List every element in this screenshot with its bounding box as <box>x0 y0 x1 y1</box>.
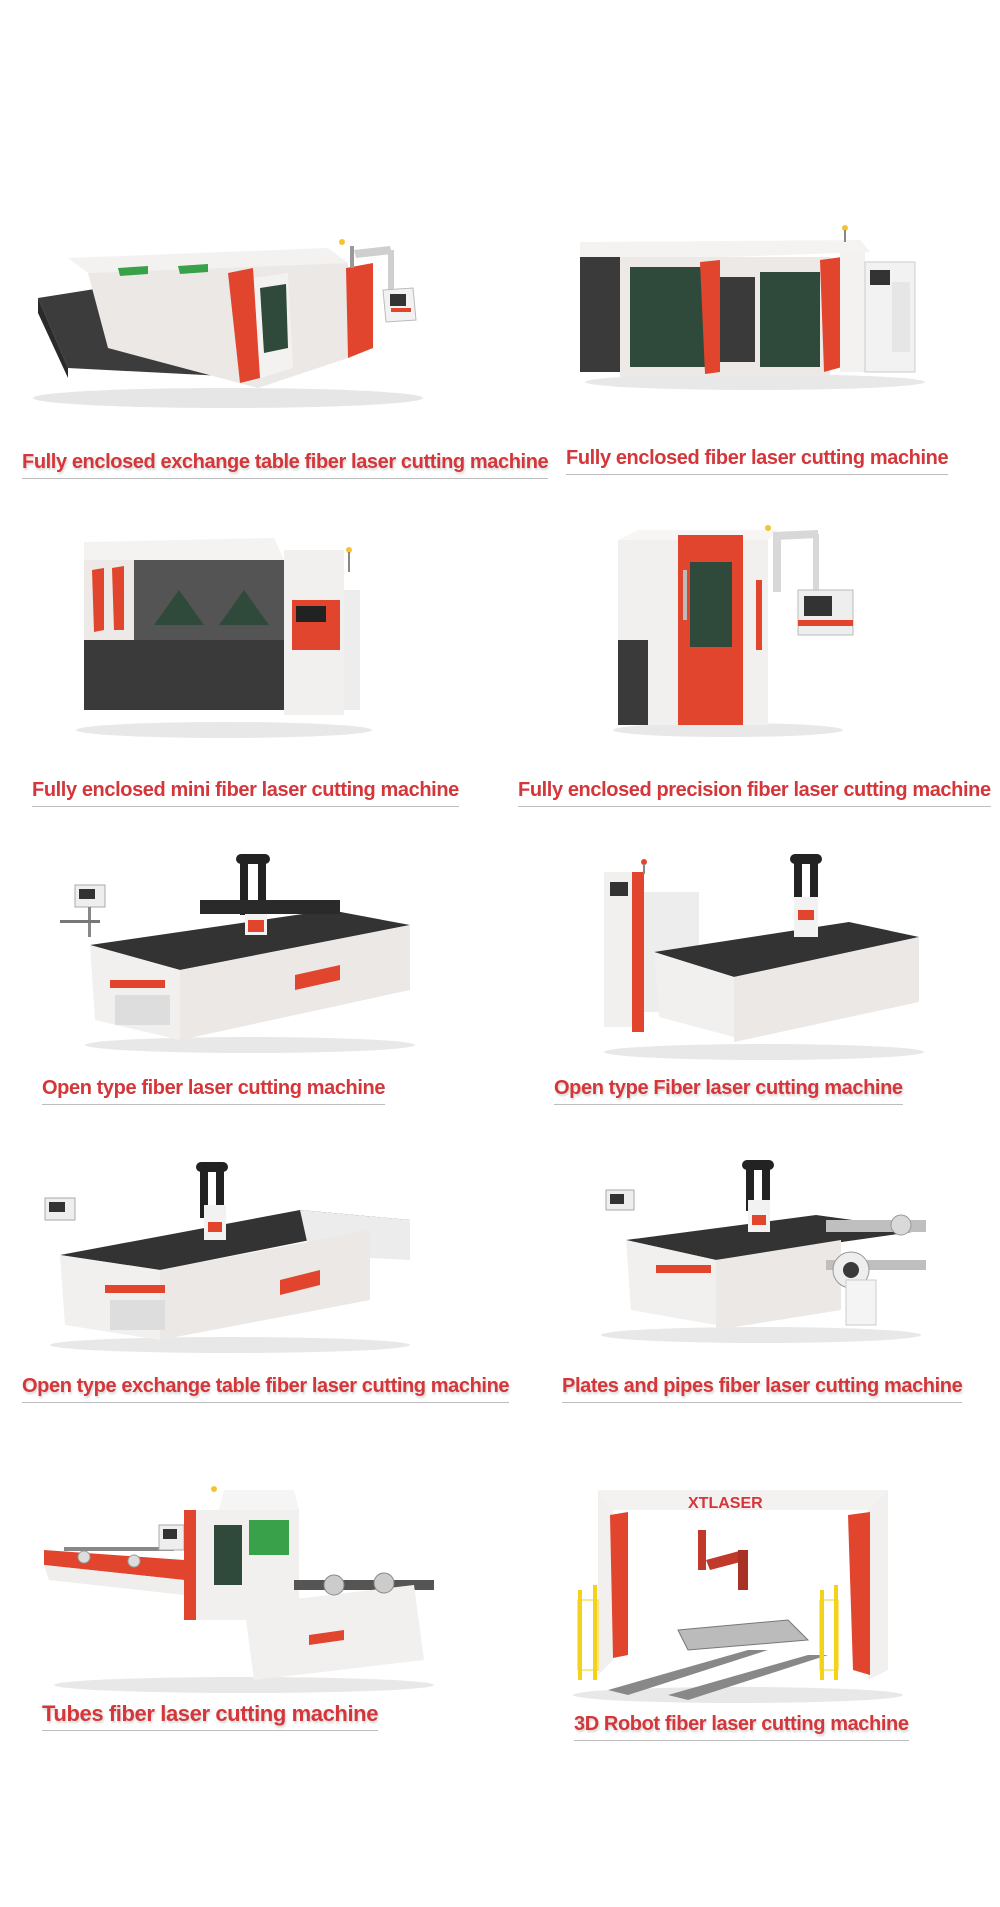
product-caption[interactable]: Fully enclosed precision fiber laser cut… <box>518 778 991 807</box>
product-caption[interactable]: Open type exchange table fiber laser cut… <box>22 1374 510 1403</box>
product-image-open-type[interactable] <box>60 850 420 1055</box>
product-image-enclosed-precision[interactable] <box>608 520 878 740</box>
product-image-tubes[interactable] <box>44 1485 434 1695</box>
product-caption[interactable]: Tubes fiber laser cutting machine <box>42 1702 378 1731</box>
brand-logo-text: XTLASER <box>688 1495 763 1512</box>
product-caption[interactable]: Open type fiber laser cutting machine <box>42 1076 385 1105</box>
product-caption[interactable]: Fully enclosed fiber laser cutting machi… <box>566 446 949 475</box>
product-image-enclosed-mini[interactable] <box>74 530 374 740</box>
product-image-open-exchange-table[interactable] <box>40 1160 420 1355</box>
product-image-open-type-2[interactable] <box>594 852 924 1062</box>
product-image-plates-and-pipes[interactable] <box>596 1160 926 1345</box>
product-image-enclosed[interactable] <box>580 222 930 392</box>
product-caption[interactable]: Open type Fiber laser cutting machine <box>554 1076 903 1105</box>
product-image-3d-robot[interactable]: XTLASER <box>568 1490 908 1705</box>
product-image-enclosed-exchange-table[interactable] <box>28 228 428 408</box>
product-caption[interactable]: Fully enclosed exchange table fiber lase… <box>22 450 549 479</box>
product-caption[interactable]: Plates and pipes fiber laser cutting mac… <box>562 1374 963 1403</box>
product-caption[interactable]: Fully enclosed mini fiber laser cutting … <box>32 778 459 807</box>
product-caption[interactable]: 3D Robot fiber laser cutting machine <box>574 1712 909 1741</box>
